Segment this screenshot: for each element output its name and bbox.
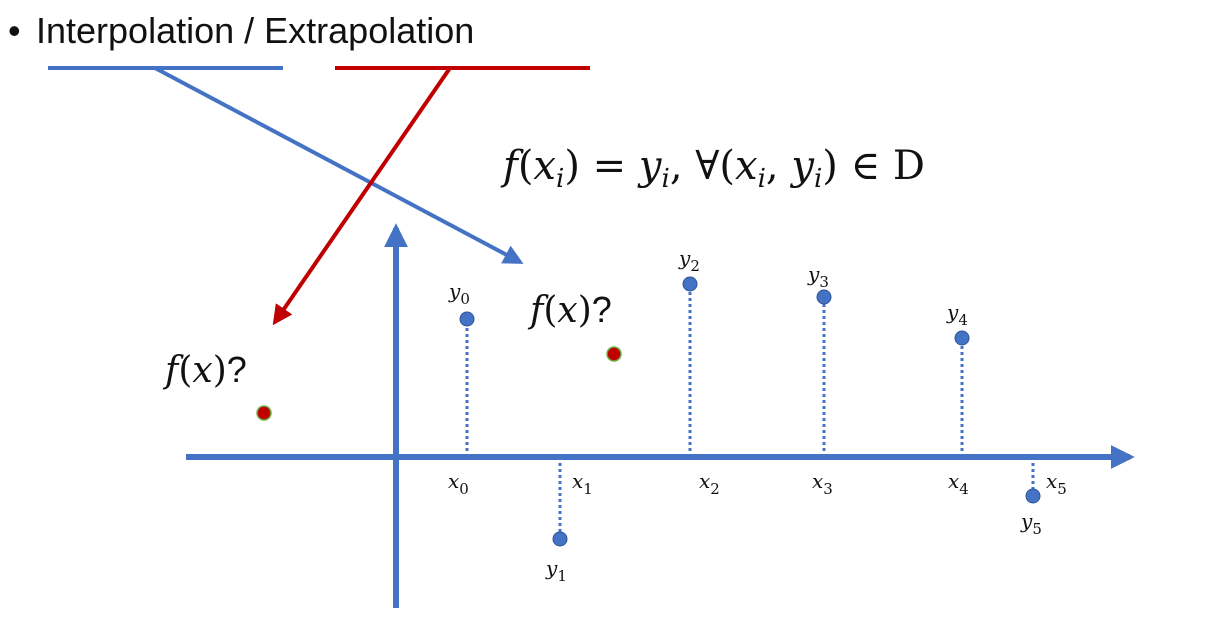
data-point-1 <box>552 531 568 547</box>
extrapolation-query-label: f(x)? <box>165 348 247 393</box>
interpolation-condition-formula: f(xi) = yi, ∀(xi, yi) ∈ D <box>503 138 925 207</box>
data-point-0 <box>459 311 475 327</box>
interpolation-query-label: f(x)? <box>530 288 612 333</box>
query-f: f <box>165 350 179 391</box>
formula-y-sub: i <box>661 164 670 194</box>
query-x: x <box>557 290 578 331</box>
y-label-0: y0 <box>448 279 470 308</box>
query-paren-close: ) <box>212 350 227 391</box>
query-paren-open: ( <box>543 290 558 331</box>
heading-separator: / <box>234 10 265 51</box>
formula-y2: y <box>791 143 814 189</box>
y-label-5: y5 <box>1020 509 1042 538</box>
formula-equals: = <box>579 143 639 189</box>
formula-paren-close: ) <box>564 143 580 189</box>
formula-x-sub: i <box>555 164 565 194</box>
data-point-4 <box>954 330 970 346</box>
formula-x2-sub: i <box>757 164 766 194</box>
x-label-3: x3 <box>812 469 833 498</box>
x-label-5: x5 <box>1046 469 1067 498</box>
sample-stems <box>465 285 1035 538</box>
formula-comma: , <box>765 143 792 189</box>
x-label-0: x0 <box>448 469 469 498</box>
extrapolation-pointer-arrow <box>272 66 452 326</box>
formula-f: f <box>503 143 518 189</box>
formula-paren: ( <box>517 143 534 189</box>
bullet-heading: • Interpolation / Extrapolation <box>8 6 474 56</box>
y-label-4: y4 <box>946 300 968 329</box>
y-label-1: y1 <box>545 556 567 585</box>
data-point-5 <box>1025 488 1041 504</box>
y-label-2: y2 <box>678 246 700 275</box>
x-label-1: x1 <box>572 469 593 498</box>
formula-in-set: ) ∈ D <box>822 143 925 189</box>
extrapolation-query-point <box>256 405 272 421</box>
query-question: ? <box>591 289 612 330</box>
bullet-dot: • <box>8 10 21 51</box>
formula-y2-sub: i <box>813 164 823 194</box>
formula-forall: , ∀( <box>669 143 735 189</box>
x-label-4: x4 <box>948 469 969 498</box>
formula-x: x <box>533 143 556 189</box>
sample-points <box>459 276 1041 547</box>
query-paren-close: ) <box>577 290 592 331</box>
formula-x2: x <box>735 143 758 189</box>
formula-y: y <box>638 143 662 189</box>
x-label-2: x2 <box>699 469 720 498</box>
interpolation-label: Interpolation <box>36 10 235 51</box>
interpolation-query-point <box>606 346 622 362</box>
query-question: ? <box>226 349 247 390</box>
interpolation-pointer-arrow <box>154 66 524 264</box>
query-paren-open: ( <box>178 350 193 391</box>
extrapolation-label: Extrapolation <box>264 10 475 51</box>
y-label-3: y3 <box>807 262 829 291</box>
data-point-2 <box>682 276 698 292</box>
query-x: x <box>192 350 213 391</box>
data-point-3 <box>816 289 832 305</box>
query-f: f <box>530 290 544 331</box>
